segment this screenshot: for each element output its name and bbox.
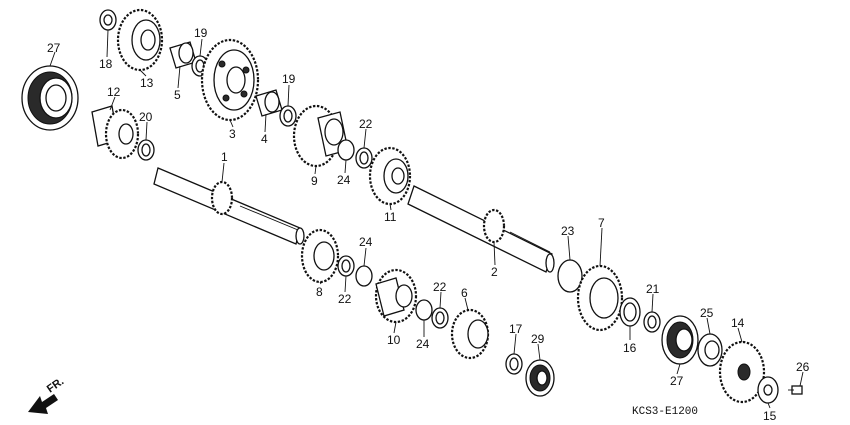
part-14-sprocket	[718, 340, 766, 404]
part-4-bushing	[255, 89, 283, 117]
part-28-bearing	[661, 315, 699, 365]
label-8: 8	[316, 285, 323, 299]
part-22-washer-c	[431, 307, 449, 329]
label-21: 21	[646, 282, 660, 296]
front-direction-arrow: FR.	[28, 375, 66, 414]
part-17-washer	[505, 353, 523, 375]
part-2-countershaft	[407, 185, 555, 273]
label-9: 9	[311, 174, 318, 188]
part-8-gear	[300, 228, 340, 284]
part-26-bolt	[788, 385, 803, 395]
label-7: 7	[598, 216, 605, 230]
label-19-a: 19	[194, 26, 208, 40]
part-21-washer	[643, 311, 661, 333]
label-20: 20	[139, 110, 153, 124]
part-18-washer	[99, 9, 117, 31]
label-15: 15	[763, 409, 777, 423]
part-22-washer-a	[355, 147, 373, 169]
part-16-washer	[619, 297, 641, 327]
label-24-a: 24	[337, 173, 351, 187]
label-16: 16	[623, 341, 637, 355]
part-24-ring-c	[415, 299, 433, 321]
leader-lines	[49, 29, 804, 409]
label-27: 27	[47, 41, 61, 55]
part-25-seal	[697, 333, 723, 367]
part-24-ring-b	[355, 265, 373, 287]
label-25: 25	[700, 306, 714, 320]
part-labels: 27 18 13 5 19 3 4 19 12 20 9 24 22 11 1 …	[47, 26, 810, 423]
part-12-gear	[91, 105, 140, 160]
label-18: 18	[99, 57, 113, 71]
part-15-plate	[757, 376, 779, 404]
label-19-b: 19	[282, 72, 296, 86]
label-24-c: 24	[416, 337, 430, 351]
part-22-washer-b	[337, 255, 355, 277]
label-13: 13	[140, 76, 154, 90]
label-29: 29	[531, 332, 545, 346]
part-19-washer-b	[279, 105, 297, 127]
part-1-mainshaft	[153, 167, 305, 245]
label-22-a: 22	[359, 117, 373, 131]
label-22-b: 22	[338, 292, 352, 306]
label-28: 27	[670, 374, 684, 388]
part-20-washer	[137, 139, 155, 161]
label-6: 6	[461, 286, 468, 300]
label-12: 12	[107, 85, 121, 99]
label-22-c: 22	[433, 280, 447, 294]
part-7-gear	[576, 264, 624, 332]
label-24-b: 24	[359, 235, 373, 249]
label-3: 3	[229, 127, 236, 141]
label-11: 11	[384, 210, 397, 224]
label-17: 17	[509, 322, 523, 336]
part-24-ring-a	[337, 139, 355, 161]
label-10: 10	[387, 333, 401, 347]
part-13-gear	[116, 8, 164, 72]
part-5-bushing	[169, 41, 197, 69]
part-23-snapring	[557, 259, 583, 293]
label-23: 23	[561, 224, 575, 238]
part-6-gear	[450, 308, 490, 360]
label-1: 1	[221, 150, 228, 164]
part-27-bearing	[21, 65, 79, 131]
label-4: 4	[261, 132, 268, 146]
part-10-gear	[374, 268, 418, 324]
label-5: 5	[174, 88, 181, 102]
label-14: 14	[731, 316, 745, 330]
label-2: 2	[491, 265, 498, 279]
part-11-gear	[368, 146, 412, 206]
diagram-code: KCS3-E1200	[632, 406, 698, 418]
part-29-bearing	[525, 359, 555, 397]
part-3-gear	[200, 38, 260, 122]
direction-label: FR.	[45, 375, 66, 395]
label-26: 26	[796, 360, 810, 374]
